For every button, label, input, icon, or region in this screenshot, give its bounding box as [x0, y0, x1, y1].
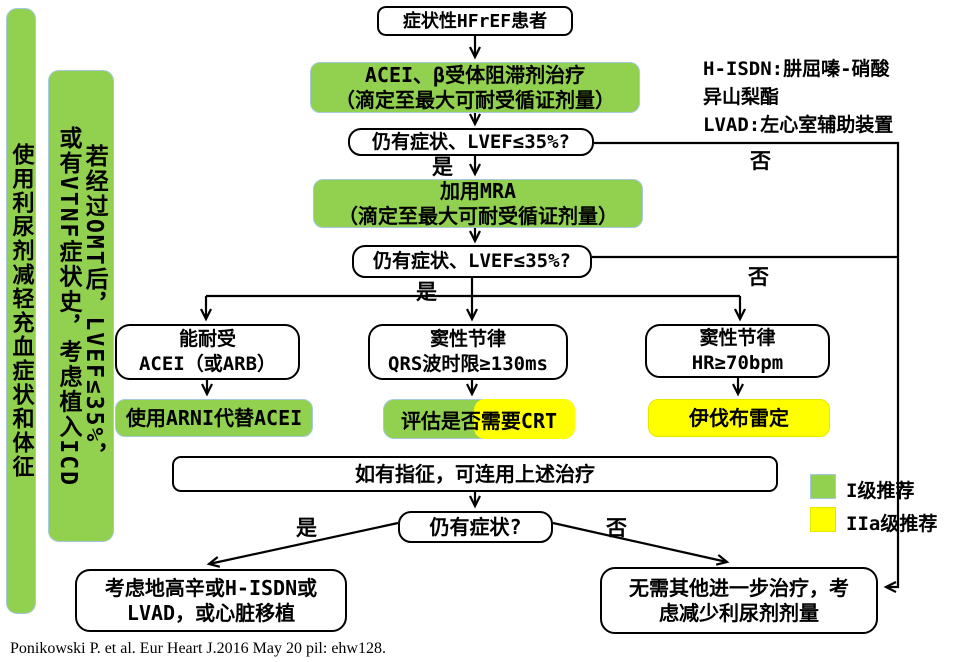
branch-acei-tolerant-box: 能耐受 ACEI（或ARB） [115, 324, 300, 380]
decision1-yes-label: 是 [432, 155, 453, 179]
diuretic-sidebar-text: 使用利尿剂减轻充血症状和体征 [8, 143, 34, 479]
decision2-box: 仍有症状、LVEF≤35%? [352, 245, 592, 278]
branch-hr-line2: HR≥70bpm [691, 352, 784, 374]
action-crt-yellow-half [474, 399, 575, 439]
acei-betablocker-box: ACEI、β受体阻滞剂治疗 （滴定至最大可耐受循证剂量） [310, 62, 640, 113]
action-crt-box: 评估是否需要CRT [383, 399, 575, 439]
decision1-no-label: 否 [750, 149, 771, 173]
decision3-text: 仍有症状? [429, 514, 522, 539]
abbreviation-line3: LVAD:左心室辅助装置 [703, 114, 894, 136]
icd-sidebar-text: 若经过OMT后，LVEF≤35%， 或有VTNF症状史，考虑植入ICD [55, 125, 108, 487]
abbreviation-line1: H-ISDN:肼屈嗪-硝酸 [703, 58, 890, 80]
branch-acei-line1: 能耐受 [178, 328, 236, 350]
end-left-line1: 考虑地高辛或H-ISDN或 [104, 575, 318, 600]
action-ivabradine-text: 伊伐布雷定 [689, 405, 789, 430]
start-box: 症状性HFrEF患者 [377, 6, 573, 36]
mra-line2: （滴定至最大可耐受循证剂量） [338, 203, 618, 228]
decision2-no-label: 否 [748, 265, 769, 289]
end-left-line2: LVAD，或心脏移植 [126, 600, 296, 625]
end-right-box: 无需其他进一步治疗，考 虑减少利尿剂剂量 [600, 567, 878, 634]
decision2-text: 仍有症状、LVEF≤35%? [373, 250, 571, 272]
combine-treatments-text: 如有指征，可连用上述治疗 [355, 461, 595, 486]
end-right-line1: 无需其他进一步治疗，考 [629, 575, 849, 600]
end-right-line2: 虑减少利尿剂剂量 [659, 600, 819, 625]
icd-sidebar: 若经过OMT后，LVEF≤35%， 或有VTNF症状史，考虑植入ICD [48, 70, 114, 542]
branch-qrs-box: 窦性节律 QRS波时限≥130ms [368, 324, 568, 380]
acei-line2: （滴定至最大可耐受循证剂量） [335, 87, 615, 112]
abbreviation-line2: 异山梨酯 [703, 86, 780, 108]
decision3-yes-label: 是 [296, 516, 317, 540]
mra-line1: 加用MRA [439, 178, 517, 203]
start-box-text: 症状性HFrEF患者 [402, 10, 548, 32]
action-arni-box: 使用ARNI代替ACEI [115, 399, 313, 437]
icd-sidebar-col-left: 或有VTNF症状史，考虑植入ICD [55, 125, 81, 487]
mra-box: 加用MRA （滴定至最大可耐受循证剂量） [313, 179, 643, 228]
decision3-no-label: 否 [606, 516, 627, 540]
diuretic-sidebar: 使用利尿剂减轻充血症状和体征 [6, 8, 36, 614]
branch-hr-box: 窦性节律 HR≥70bpm [645, 324, 830, 378]
abbreviation-note: H-ISDN:肼屈嗪-硝酸 异山梨酯 LVAD:左心室辅助装置 [703, 55, 893, 139]
decision1-box: 仍有症状、LVEF≤35%? [348, 128, 594, 156]
legend-class2a-swatch [810, 507, 836, 532]
icd-sidebar-col-right: 若经过OMT后，LVEF≤35%， [81, 143, 108, 469]
branch-hr-line1: 窦性节律 [699, 327, 776, 349]
branch-qrs-line2: QRS波时限≥130ms [388, 353, 548, 375]
action-arni-text: 使用ARNI代替ACEI [125, 405, 303, 430]
branch-qrs-line1: 窦性节律 [429, 328, 506, 350]
action-crt-text: 评估是否需要CRT [400, 408, 558, 433]
decision3-box: 仍有症状? [398, 511, 553, 543]
legend-class1-label: I级推荐 [846, 480, 915, 502]
citation-text: Ponikowski P. et al. Eur Heart J.2016 Ma… [10, 640, 386, 657]
end-left-box: 考虑地高辛或H-ISDN或 LVAD，或心脏移植 [75, 569, 347, 632]
decision2-yes-label: 是 [416, 280, 437, 304]
action-ivabradine-box: 伊伐布雷定 [648, 399, 830, 437]
arrow-decision3-no-diagonal [552, 521, 730, 566]
branch-acei-line2: ACEI（或ARB） [138, 353, 277, 375]
legend-class1-swatch [810, 474, 836, 499]
combine-treatments-box: 如有指征，可连用上述治疗 [172, 456, 778, 492]
acei-line1: ACEI、β受体阻滞剂治疗 [364, 62, 586, 87]
legend-class2a-label: IIa级推荐 [846, 513, 938, 535]
decision1-text: 仍有症状、LVEF≤35%? [372, 130, 570, 153]
